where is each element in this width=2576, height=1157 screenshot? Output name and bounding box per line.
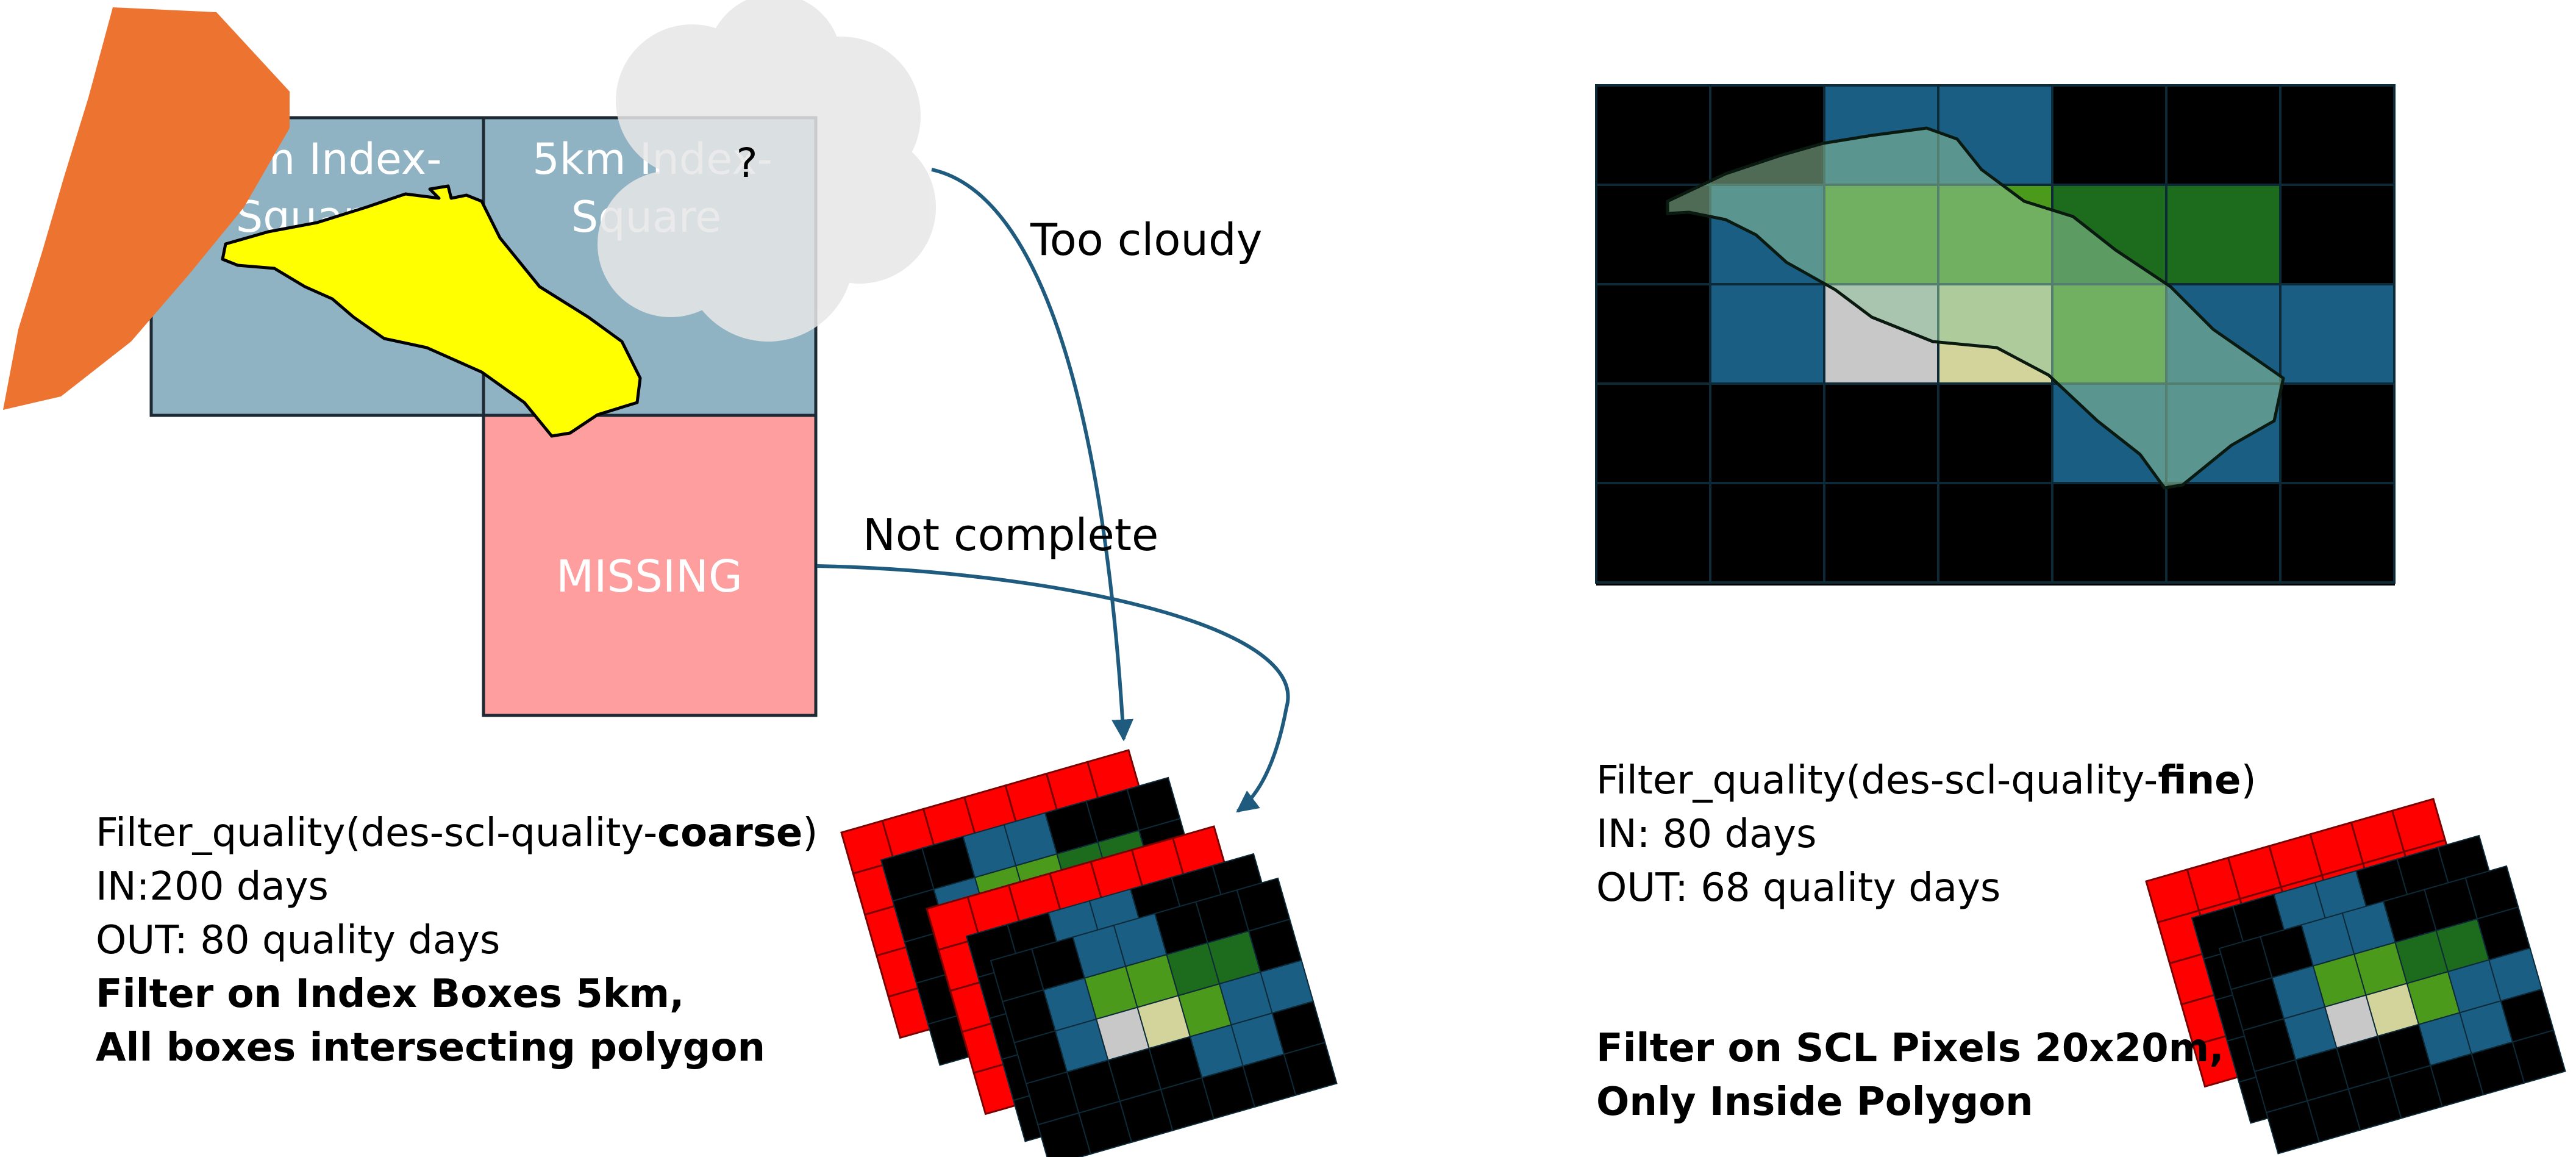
scl-pixel xyxy=(1823,382,1939,484)
scl-pixel xyxy=(2511,1029,2566,1084)
fine-caption-line1: Filter_quality(des-scl-quality-fine) xyxy=(1596,758,2257,803)
coarse-caption-line5: All boxes intersecting polygon xyxy=(96,1025,765,1070)
too-cloudy-arrow xyxy=(931,168,1134,742)
image-tile xyxy=(2218,865,2566,1155)
scl-pixel xyxy=(2165,84,2282,186)
scl-pixel xyxy=(2051,84,2167,186)
not-complete-arrow xyxy=(816,564,1290,813)
scl-pixel xyxy=(2279,482,2396,584)
scl-pixel xyxy=(1709,482,1825,584)
scl-pixel xyxy=(2279,84,2396,186)
coarse-caption: Filter_quality(des-scl-quality-coarse) I… xyxy=(96,806,818,1075)
fine-caption-line4: Filter on SCL Pixels 20x20m, xyxy=(1596,1026,2224,1071)
scl-pixel xyxy=(1937,382,2053,484)
missing-square xyxy=(482,414,818,717)
scl-pixel xyxy=(1595,382,1711,484)
coarse-caption-line1: Filter_quality(des-scl-quality-coarse) xyxy=(96,811,818,856)
scl-pixel xyxy=(1595,283,1711,385)
coarse-caption-line2: IN:200 days xyxy=(96,864,329,909)
scl-pixel xyxy=(2051,482,2167,584)
fine-caption-line2: IN: 80 days xyxy=(1596,812,1817,857)
fine-caption-top: Filter_quality(des-scl-quality-fine) IN:… xyxy=(1596,754,2257,915)
too-cloudy-label: Too cloudy xyxy=(1030,214,1262,265)
scl-pixel xyxy=(2165,482,2282,584)
coarse-caption-line3: OUT: 80 quality days xyxy=(96,918,501,963)
image-tile xyxy=(990,877,1338,1157)
scl-pixel xyxy=(1709,283,1825,385)
fine-caption-line5: Only Inside Polygon xyxy=(1596,1080,2033,1125)
coarse-image-stack xyxy=(840,749,1338,1157)
scl-pixel xyxy=(2279,184,2396,285)
fine-caption-line3: OUT: 68 quality days xyxy=(1596,865,2001,911)
scl-pixel xyxy=(1937,482,2053,584)
scl-pixel xyxy=(2279,283,2396,385)
scl-pixel xyxy=(1709,382,1825,484)
scl-polygon-overlay xyxy=(1666,126,2285,490)
not-complete-label: Not complete xyxy=(863,509,1158,561)
scl-pixel xyxy=(1595,84,1711,186)
fine-caption-bottom: Filter on SCL Pixels 20x20m, Only Inside… xyxy=(1596,1022,2224,1129)
fine-filter-panel xyxy=(1595,84,2566,1155)
coarse-filter-panel: km Index- Square 5km Index- Square MISSI… xyxy=(3,0,1338,1157)
yellow-polygon xyxy=(221,184,642,438)
cloud-question-mark: ? xyxy=(736,140,757,187)
cloud-icon xyxy=(598,0,936,342)
scl-pixel xyxy=(1823,482,1939,584)
coarse-caption-line4: Filter on Index Boxes 5km, xyxy=(96,972,685,1017)
fine-image-stack xyxy=(2145,798,2566,1155)
scl-pixel xyxy=(1283,1041,1338,1096)
scl-pixel xyxy=(2165,184,2282,285)
scl-pixel xyxy=(2279,382,2396,484)
scl-pixel xyxy=(1595,482,1711,584)
missing-label: MISSING xyxy=(556,551,743,602)
orange-shape xyxy=(3,7,290,410)
